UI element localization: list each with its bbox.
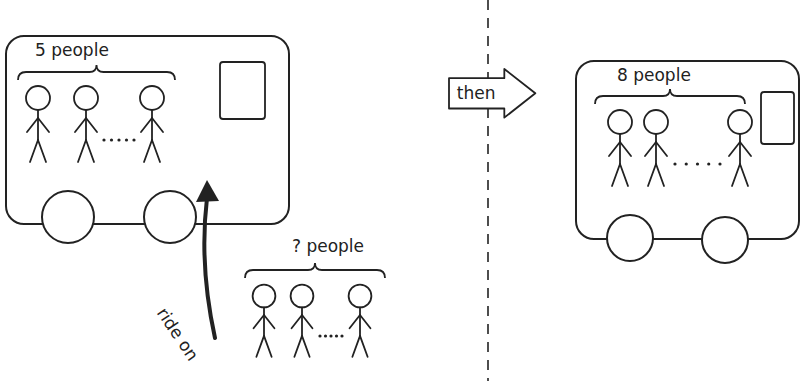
ellipsis-dots — [318, 334, 343, 337]
bus-box: 5 people — [5, 35, 290, 225]
stick-figure — [291, 285, 314, 357]
dashed-divider — [487, 0, 489, 381]
count-label: 8 people — [617, 65, 691, 85]
curly-brace — [595, 89, 745, 104]
bus-box: 8 people — [575, 60, 800, 240]
stick-figure — [644, 110, 668, 186]
arrow-head — [196, 180, 219, 202]
block-arrow: then — [448, 68, 536, 119]
stick-figure — [26, 86, 50, 162]
node-outline — [5, 35, 290, 225]
stick-figure — [608, 110, 632, 186]
ellipsis-dots — [102, 138, 135, 141]
stick-figure — [728, 110, 752, 186]
action-label: ride on — [153, 304, 203, 365]
ride-on-arrow — [204, 198, 215, 338]
stick-figure — [253, 285, 276, 357]
count-label: ? people — [292, 236, 364, 256]
stick-figure — [140, 86, 164, 162]
node-outline — [575, 60, 800, 240]
stick-figure — [74, 86, 98, 162]
count-label: 5 people — [35, 40, 109, 60]
arrow-text: then — [457, 83, 496, 103]
ellipsis-dots — [673, 162, 721, 165]
curly-brace — [18, 65, 175, 80]
stick-figure — [349, 285, 372, 357]
curly-brace — [245, 263, 385, 278]
